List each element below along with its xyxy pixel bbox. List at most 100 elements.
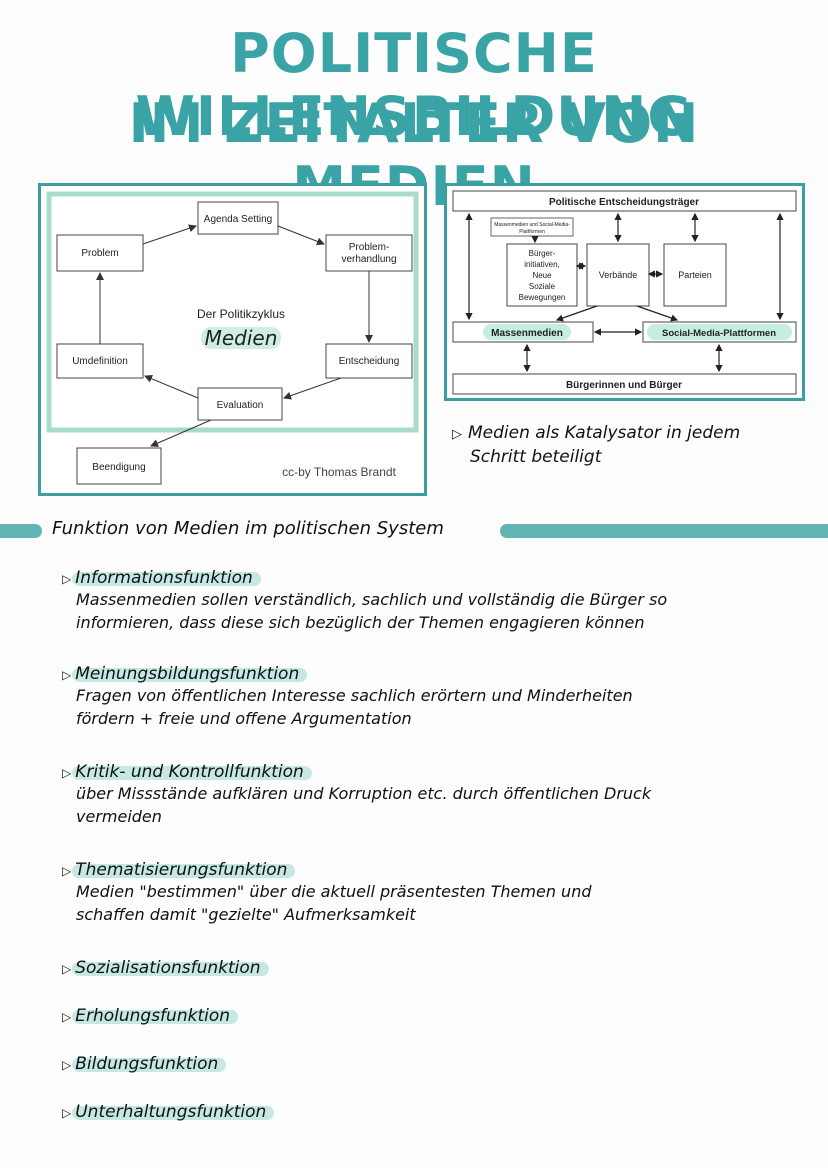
box-verbaende: [586, 243, 650, 307]
center-highlight: [201, 327, 281, 349]
function-description-line: schaffen damit "gezielte" Aufmerksamkeit: [76, 905, 416, 924]
triangle-bullet-icon: ▷: [62, 962, 72, 976]
arrow-evaluation-beendigung: [150, 419, 212, 447]
heading-highlight: [72, 1010, 239, 1024]
function-heading: ▷Erholungsfunktion: [58, 1006, 239, 1026]
title-line-1: POLITISCHE WILLENSBILDUNG: [135, 22, 693, 148]
node-umdefinition: [56, 343, 144, 379]
function-item: ▷Sozialisationsfunktion: [58, 958, 798, 978]
function-item: ▷Unterhaltungsfunktion: [58, 1102, 798, 1122]
node-beendigung-label: Beendigung: [92, 462, 145, 473]
function-heading-label: Unterhaltungsfunktion: [75, 1102, 267, 1122]
label-parteien: Parteien: [678, 270, 712, 280]
label-verbaende: Verbände: [599, 270, 638, 280]
box-buerger-initiativen: [506, 243, 578, 307]
triangle-bullet-icon: ▷: [62, 1010, 72, 1024]
akteure-diagram: Politische Entscheidungsträger Massenmed…: [452, 190, 797, 395]
triangle-bullet-icon: ▷: [62, 572, 72, 586]
function-heading-label: Kritik- und Kontrollfunktion: [75, 762, 304, 782]
heading-highlight: [72, 1106, 275, 1120]
box-parteien: [663, 243, 727, 307]
function-heading: ▷Bildungsfunktion: [58, 1054, 227, 1074]
function-heading-label: Thematisierungsfunktion: [75, 860, 288, 880]
catalyst-note: ▷Medien als Katalysator in jedem Schritt…: [452, 422, 792, 469]
node-verhandlung-label-2: verhandlung: [341, 254, 396, 265]
politikzyklus-diagram: Agenda Setting Problem Problem- verhandl…: [46, 191, 419, 485]
akteure-figure: Politische Entscheidungsträger Massenmed…: [444, 183, 805, 401]
politikzyklus-figure: Agenda Setting Problem Problem- verhandl…: [38, 183, 427, 496]
function-heading: ▷Informationsfunktion: [58, 568, 261, 588]
function-description-line: informieren, dass diese sich bezüglich d…: [76, 613, 645, 632]
function-heading-label: Sozialisationsfunktion: [75, 958, 261, 978]
function-description-line: über Missstände aufklären und Korruption…: [76, 784, 652, 803]
triangle-bullet-icon: ▷: [62, 1058, 72, 1072]
triangle-bullet-icon: ▷: [62, 1106, 72, 1120]
arrow-problem-agenda: [142, 224, 197, 245]
node-entscheidung-label: Entscheidung: [339, 356, 400, 367]
arrow-agenda-verhandlung: [277, 225, 325, 246]
hl-social-media: [647, 324, 792, 340]
node-agenda-label: Agenda Setting: [204, 214, 272, 225]
heading-highlight: [72, 766, 312, 780]
box-buergerinnen: [452, 373, 797, 395]
heading-highlight: [72, 572, 261, 586]
node-verhandlung: [325, 234, 413, 272]
node-verhandlung-label-1: Problem-: [349, 242, 390, 253]
function-description-line: vermeiden: [76, 807, 162, 826]
arrow-evaluation-umdefinition: [144, 374, 199, 399]
node-entscheidung: [325, 343, 413, 379]
banner-bar-left: [0, 524, 42, 538]
node-problem: [56, 234, 144, 272]
node-evaluation: [197, 387, 283, 421]
label-buerger-3: Neue: [532, 271, 552, 280]
triangle-bullet-icon: ▷: [62, 766, 72, 780]
hl-massenmedien: [483, 324, 571, 340]
section-heading: Funktion von Medien im politischen Syste…: [52, 518, 444, 539]
function-description-line: Massenmedien sollen verständlich, sachli…: [76, 590, 668, 609]
triangle-bullet-icon: ▷: [62, 864, 72, 878]
function-description-line: Fragen von öffentlichen Interesse sachli…: [76, 686, 633, 705]
function-item: ▷Bildungsfunktion: [58, 1054, 798, 1074]
note-line-1: Medien als Katalysator in jedem: [468, 423, 741, 443]
arrow-verbaende-medien: [555, 305, 598, 322]
function-description-line: fördern + freie und offene Argumentation: [76, 709, 412, 728]
label-social-media: Social-Media-Plattformen: [662, 328, 776, 339]
function-description-line: Medien "bestimmen" über die aktuell präs…: [76, 882, 592, 901]
heading-highlight: [72, 668, 308, 682]
center-handwritten: Medien: [205, 326, 278, 350]
credit: cc-by Thomas Brandt: [282, 465, 396, 479]
triangle-bullet-icon: ▷: [452, 427, 462, 442]
triangle-bullet-icon: ▷: [62, 668, 72, 682]
node-agenda: [197, 201, 279, 235]
function-heading-label: Meinungsbildungsfunktion: [75, 664, 300, 684]
label-massenmedien: Massenmedien: [491, 328, 563, 339]
label-buerger-2: initiativen,: [524, 260, 560, 269]
label-small-note-2: Plattformen: [519, 229, 545, 235]
function-item: ▷Kritik- und Kontrollfunktion über Missst…: [58, 762, 798, 828]
node-problem-label: Problem: [81, 248, 118, 259]
box-entscheidungstraeger: [452, 190, 797, 212]
heading-highlight: [72, 1058, 227, 1072]
node-evaluation-label: Evaluation: [217, 400, 264, 411]
function-heading-label: Informationsfunktion: [75, 568, 253, 588]
function-heading-label: Bildungsfunktion: [75, 1054, 219, 1074]
heading-highlight: [72, 864, 296, 878]
inner-frame: [46, 191, 419, 433]
function-heading: ▷Unterhaltungsfunktion: [58, 1102, 275, 1122]
label-buergerinnen: Bürgerinnen und Bürger: [566, 380, 682, 391]
label-entscheidungstraeger: Politische Entscheidungsträger: [549, 197, 699, 208]
label-buerger-5: Bewegungen: [519, 293, 566, 302]
function-heading: ▷Thematisierungsfunktion: [58, 860, 296, 880]
function-item: ▷Erholungsfunktion: [58, 1006, 798, 1026]
function-heading: ▷Kritik- und Kontrollfunktion: [58, 762, 312, 782]
arrow-entscheidung-evaluation: [283, 377, 342, 400]
function-heading-label: Erholungsfunktion: [75, 1006, 231, 1026]
label-buerger-4: Soziale: [529, 282, 556, 291]
arrow-verbaende-social: [636, 305, 679, 322]
function-heading: ▷Meinungsbildungsfunktion: [58, 664, 308, 684]
node-beendigung: [76, 447, 162, 485]
function-heading: ▷Sozialisationsfunktion: [58, 958, 269, 978]
